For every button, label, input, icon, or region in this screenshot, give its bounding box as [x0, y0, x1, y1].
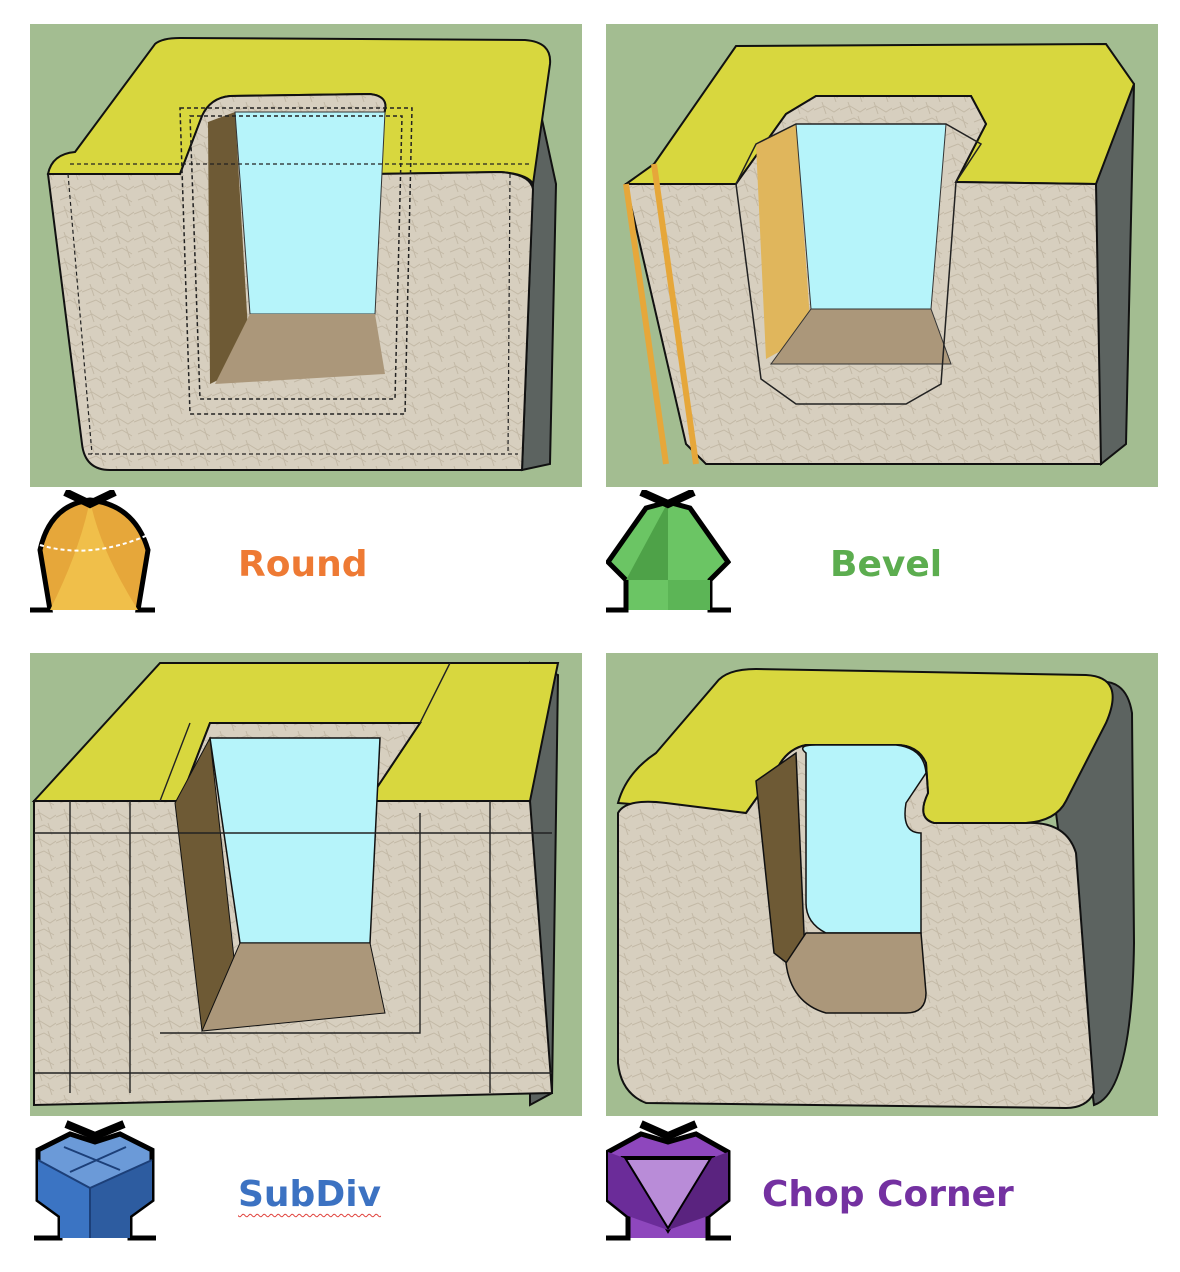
chop-panel: [606, 653, 1158, 1116]
subdiv-panel: [30, 653, 582, 1116]
bevel-label: Bevel: [830, 547, 942, 583]
round-solid-illustration: [30, 24, 582, 487]
subdiv-corner-icon: [30, 1120, 160, 1246]
chop-solid-illustration: [606, 653, 1158, 1116]
bevel-solid-illustration: [606, 24, 1158, 487]
bevel-panel: [606, 24, 1158, 487]
subdiv-solid-illustration: [30, 653, 582, 1116]
subdiv-label: SubDiv: [238, 1177, 381, 1213]
round-corner-icon: [30, 490, 155, 616]
round-label: Round: [238, 547, 367, 583]
chop-label: Chop Corner: [762, 1177, 1014, 1213]
chop-corner-icon: [606, 1120, 731, 1246]
round-panel: [30, 24, 582, 487]
bevel-corner-icon: [606, 490, 731, 616]
